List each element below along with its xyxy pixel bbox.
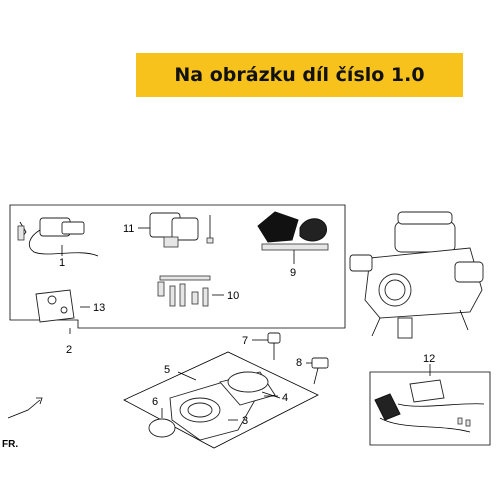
part-9-diaphragm (257, 211, 329, 251)
callout-9: 9 (290, 267, 296, 279)
callout-10: 10 (227, 290, 239, 302)
part-8-bolt (311, 357, 329, 385)
kit-outline (9, 204, 346, 329)
part-10-screws (157, 275, 211, 307)
intake-manifold (169, 371, 281, 441)
carburetor-body (349, 211, 484, 339)
manifold-group-outline (123, 351, 319, 449)
callout-2: 2 (66, 344, 72, 356)
callout-5: 5 (164, 364, 170, 376)
part-6-o-ring (148, 418, 176, 438)
part-12-harness (374, 379, 485, 433)
part-12-box (369, 371, 491, 446)
banner-text: Na obrázku díl číslo 1.0 (174, 64, 425, 86)
callout-7: 7 (242, 335, 248, 347)
part-13-gasket (35, 289, 75, 323)
callout-1: 1 (59, 257, 65, 269)
part-7-bolt (267, 332, 281, 360)
callout-4: 4 (282, 392, 288, 404)
callout-13: 13 (93, 302, 105, 314)
callout-3: 3 (242, 415, 248, 427)
callout-11: 11 (123, 223, 134, 235)
part-11-jets (149, 212, 214, 248)
callout-8: 8 (296, 357, 302, 369)
callout-12: 12 (423, 353, 435, 365)
part-1-sensor (17, 217, 99, 257)
callout-6: 6 (152, 396, 158, 408)
front-direction-arrow-icon (7, 397, 43, 419)
orientation-label: FR. (2, 439, 18, 450)
part-number-banner: Na obrázku díl číslo 1.0 (136, 53, 463, 97)
